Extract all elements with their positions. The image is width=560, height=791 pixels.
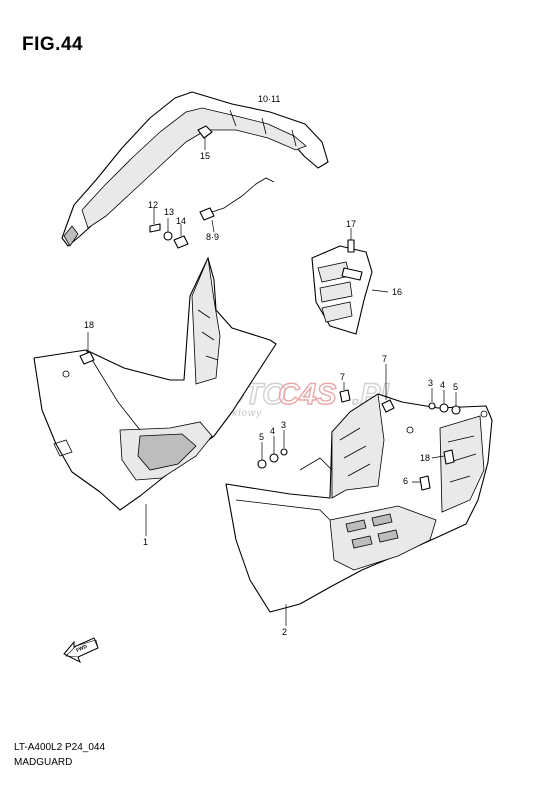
callout-4-left: 4 xyxy=(270,426,275,436)
callout-7-a: 7 xyxy=(382,354,387,364)
callout-10-11: 10·11 xyxy=(258,94,280,104)
part-fasteners-right xyxy=(257,364,461,491)
fwd-arrow-icon: FWD xyxy=(63,637,99,664)
watermark-text-red: C4S xyxy=(278,378,336,411)
callout-4-right: 4 xyxy=(440,380,445,390)
part-left-madguard-1 xyxy=(33,256,277,536)
section-name: MADGUARD xyxy=(14,757,73,768)
part-upper-guard-bar xyxy=(61,91,329,247)
callout-13: 13 xyxy=(164,207,174,217)
part-bracket-16 xyxy=(311,228,389,335)
callout-18-left: 18 xyxy=(84,320,94,330)
callout-14: 14 xyxy=(176,216,186,226)
callout-17: 17 xyxy=(346,219,356,229)
callout-12: 12 xyxy=(148,200,158,210)
callout-15: 15 xyxy=(200,151,210,161)
fwd-label: FWD xyxy=(75,644,88,654)
part-right-madguard-2 xyxy=(225,393,493,626)
model-code: LT-A400L2 P24_044 xyxy=(14,742,106,753)
callout-7-b: 7 xyxy=(340,372,345,382)
callout-18-right: 18 xyxy=(420,453,430,463)
part-fasteners-12-13-14 xyxy=(149,208,189,249)
callout-6: 6 xyxy=(403,476,408,486)
callout-2: 2 xyxy=(282,627,287,637)
callout-5-left: 5 xyxy=(259,432,264,442)
callout-16: 16 xyxy=(392,287,402,297)
callout-3-left: 3 xyxy=(281,420,286,430)
callout-5-right: 5 xyxy=(453,382,458,392)
part-clip-15 xyxy=(197,125,213,150)
callout-8-9: 8·9 xyxy=(206,232,219,242)
callout-labels: 10·11 15 12 13 14 8·9 17 16 18 1 7 7 3 4… xyxy=(84,94,458,637)
callout-3-right: 3 xyxy=(428,378,433,388)
callout-1: 1 xyxy=(143,537,148,547)
figure-title: FIG.44 xyxy=(22,34,84,55)
part-bracket-rod-8-9 xyxy=(199,177,275,233)
